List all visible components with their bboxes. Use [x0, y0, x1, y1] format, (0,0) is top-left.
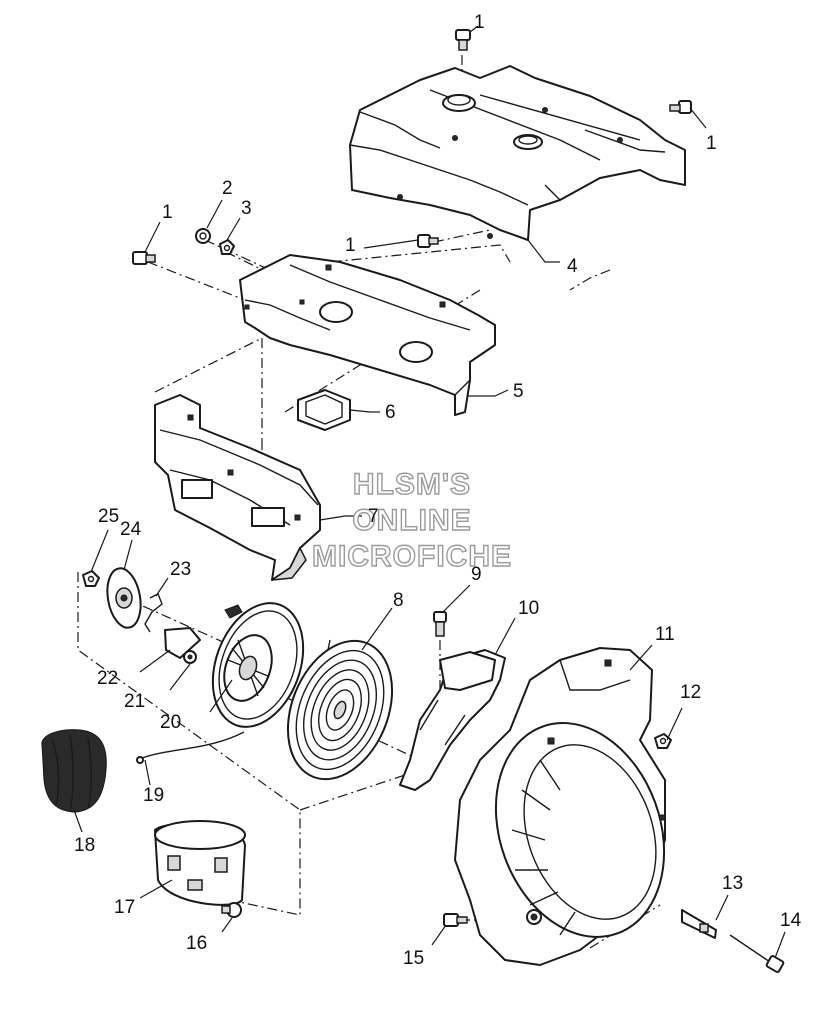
callout-12: 12 — [680, 682, 701, 703]
callout-13: 13 — [722, 873, 743, 894]
bolt-part-14 — [729, 934, 785, 973]
nut-part-3 — [219, 239, 235, 255]
callout-6: 6 — [385, 402, 396, 423]
watermark-line-2: ONLINE — [352, 504, 471, 537]
recoil-pulley-part-20 — [211, 602, 305, 728]
callout-23: 23 — [170, 559, 191, 580]
exhaust-duct-part-7 — [154, 394, 321, 581]
starter-handle-part-18 — [41, 729, 107, 813]
watermark-line-1: HLSM'S — [353, 468, 471, 501]
leader-lines — [73, 25, 786, 959]
starter-rope-part-19 — [136, 731, 245, 764]
nut-part-12 — [654, 733, 672, 749]
callout-2: 2 — [222, 178, 233, 199]
hex-bolt-top — [455, 29, 471, 51]
watermark-line-3: MICROFICHE — [312, 540, 512, 573]
callout-21: 21 — [124, 691, 145, 712]
callout-20: 20 — [160, 712, 181, 733]
callout-19: 19 — [143, 785, 164, 806]
bracket-part-10 — [399, 649, 506, 791]
screw-part-16 — [221, 902, 242, 918]
callout-14: 14 — [780, 910, 802, 931]
callout-10: 10 — [518, 598, 539, 619]
hex-bolt-left — [132, 251, 156, 265]
pawl-part-22 — [164, 627, 201, 659]
callout-24: 24 — [120, 519, 142, 540]
callout-17: 17 — [114, 897, 135, 918]
starter-collar-part-17 — [154, 820, 246, 906]
callout-1-right: 1 — [706, 133, 717, 154]
callout-1-middle: 1 — [345, 235, 356, 256]
callout-3: 3 — [241, 198, 252, 219]
gasket-part-6 — [297, 389, 351, 431]
bolt-part-15 — [443, 913, 468, 927]
callout-25: 25 — [98, 506, 119, 527]
callout-1-left: 1 — [162, 202, 173, 223]
callout-15: 15 — [403, 948, 424, 969]
washer-part-2 — [195, 228, 211, 244]
middle-shroud-part-5 — [239, 254, 496, 416]
clip-part-13 — [681, 909, 717, 939]
hex-bolt-middle — [417, 234, 439, 248]
hex-bolt-right — [669, 100, 692, 114]
rewind-spring-part-8 — [286, 639, 394, 781]
pawl-spring-part-21 — [183, 650, 197, 664]
nut-part-25 — [82, 570, 100, 587]
starter-cup-part-24 — [106, 567, 142, 629]
callout-1-top: 1 — [474, 12, 485, 33]
callout-7: 7 — [368, 506, 379, 527]
callout-numbers: 1 1 1 1 2 3 4 5 6 7 8 9 10 11 12 13 14 1… — [74, 12, 802, 969]
spring-clip-part-23 — [144, 593, 163, 633]
callout-22: 22 — [97, 668, 118, 689]
watermark: HLSM'S ONLINE MICROFICHE — [311, 467, 512, 573]
callout-16: 16 — [186, 933, 207, 954]
blower-housing-part-11 — [454, 647, 666, 966]
upper-shroud-part-4 — [349, 65, 686, 241]
callout-8: 8 — [393, 590, 404, 611]
callout-4: 4 — [567, 256, 578, 277]
callout-18: 18 — [74, 835, 95, 856]
callout-11: 11 — [655, 624, 675, 645]
callout-5: 5 — [513, 381, 524, 402]
callout-9: 9 — [471, 564, 482, 585]
bolt-part-9 — [433, 611, 447, 637]
